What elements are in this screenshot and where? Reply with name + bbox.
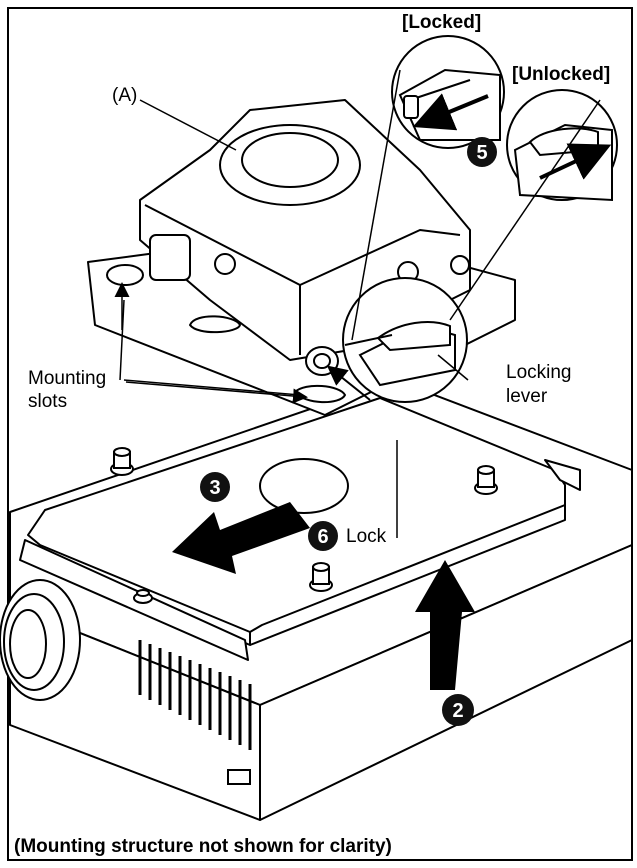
bolt-left	[110, 447, 134, 476]
locked-slide-arrow	[412, 93, 489, 131]
step-badge-6: 6	[308, 521, 338, 551]
svg-text:6: 6	[317, 526, 328, 548]
bolt-plate-edge	[133, 589, 153, 604]
mounting-bolts	[110, 447, 498, 604]
label-locked: [Locked]	[402, 12, 481, 33]
label-lever: lever	[506, 386, 548, 407]
step-badge-3: 3	[200, 472, 230, 502]
label-unlocked: [Unlocked]	[512, 64, 610, 85]
left-clamp	[149, 234, 191, 281]
step-badge-5: 5	[467, 137, 497, 167]
unlocked-detail-circle	[506, 89, 618, 202]
locking-lever-detail-circle	[342, 277, 468, 403]
label-lock: Lock	[346, 526, 387, 547]
svg-text:2: 2	[452, 700, 463, 722]
label-locking: Locking	[506, 362, 572, 383]
label-slots: slots	[28, 391, 67, 412]
svg-text:3: 3	[209, 477, 220, 499]
bolt-right	[474, 465, 498, 495]
base-slot-center	[189, 315, 241, 334]
slot-pointer-front	[125, 381, 308, 404]
step-3-slide-arrow	[172, 502, 310, 574]
plate-center-hole	[259, 458, 349, 514]
ceiling-mount-bracket	[87, 99, 516, 416]
step-2-lift-arrow	[415, 560, 475, 690]
label-mounting: Mounting	[28, 368, 106, 389]
svg-text:5: 5	[476, 142, 487, 164]
projector-lens	[0, 579, 81, 701]
projector-vents	[138, 640, 252, 750]
bracket-ring-inner	[241, 132, 339, 188]
lock-pointer-arrow	[326, 365, 371, 401]
locked-detail-circle	[391, 35, 505, 149]
bolt-front	[309, 562, 333, 592]
bracket-knob-left	[214, 253, 236, 275]
leader-lines	[119, 69, 601, 538]
step-badge-2: 2	[442, 694, 474, 726]
diagram-border	[7, 7, 633, 861]
label-a: (A)	[112, 85, 137, 106]
base-slot-left	[106, 264, 144, 286]
bracket-knob-far	[450, 255, 470, 275]
caption: (Mounting structure not shown for clarit…	[14, 836, 392, 857]
projector-port	[227, 769, 251, 785]
